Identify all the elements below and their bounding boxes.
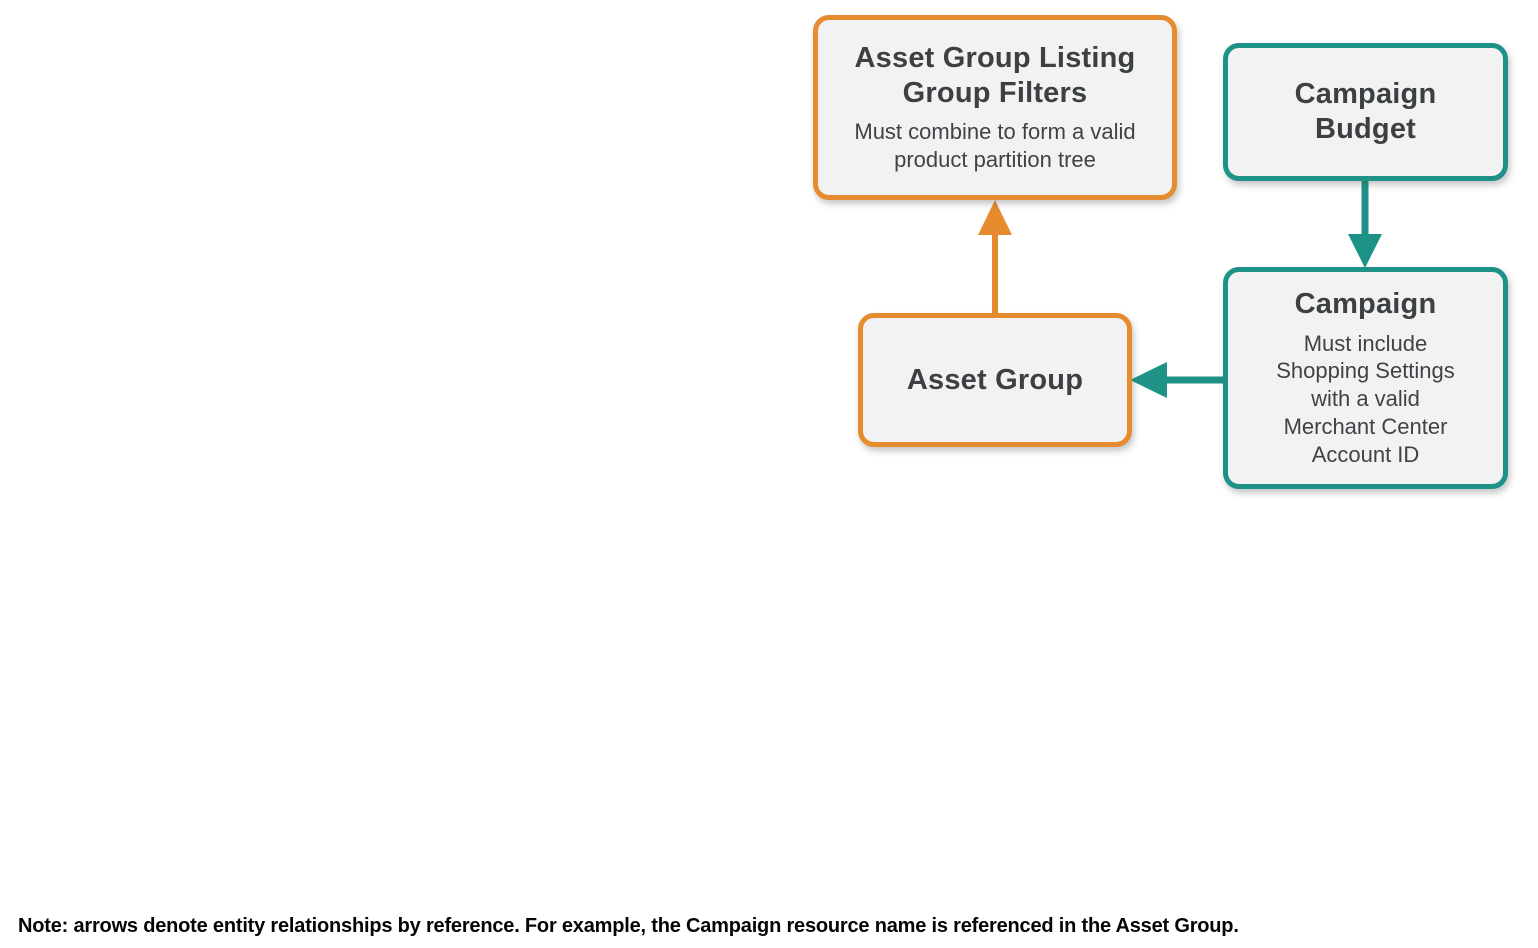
node-asset-group: Asset Group xyxy=(858,313,1132,447)
node-subtitle-campaign: Must include Shopping Settings with a va… xyxy=(1276,330,1455,468)
node-subtitle-asset-group-listing-group-filters: Must combine to form a valid product par… xyxy=(854,119,1136,173)
node-title-campaign-budget: Campaign Budget xyxy=(1294,78,1437,145)
arrow-campaign-budget-to-campaign xyxy=(1348,181,1382,268)
node-campaign-budget: Campaign Budget xyxy=(1223,43,1508,181)
arrow-asset-group-to-filters xyxy=(978,200,1012,316)
footnote: Note: arrows denote entity relationships… xyxy=(18,915,1239,937)
node-title-asset-group-listing-group-filters: Asset Group Listing Group Filters xyxy=(854,41,1136,109)
node-title-campaign: Campaign xyxy=(1294,287,1437,320)
arrow-campaign-to-asset-group xyxy=(1130,362,1225,398)
node-campaign: Campaign Must include Shopping Settings … xyxy=(1223,267,1508,489)
node-title-asset-group: Asset Group xyxy=(906,363,1084,396)
node-asset-group-listing-group-filters: Asset Group Listing Group Filters Must c… xyxy=(813,15,1177,200)
